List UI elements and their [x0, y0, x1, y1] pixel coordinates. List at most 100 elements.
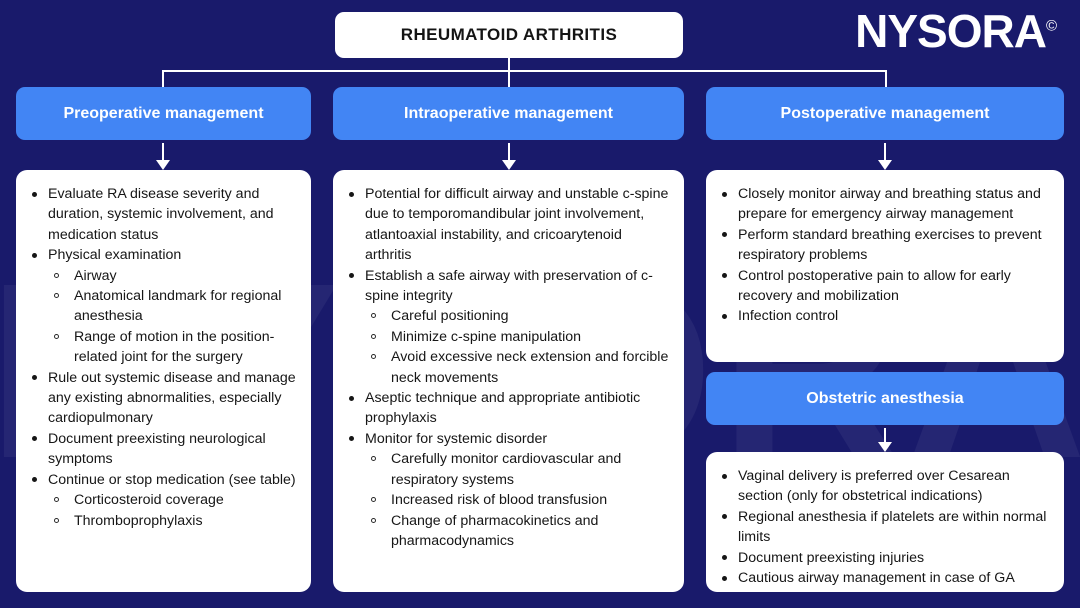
list-item-text: Regional anesthesia if platelets are wit… — [738, 508, 1047, 546]
hollow-bullet-icon — [371, 517, 376, 523]
bullet-icon — [32, 191, 37, 197]
sublist-item: Airway — [48, 266, 299, 286]
hollow-bullet-icon — [54, 517, 59, 523]
arrow-to-preoperative-card — [155, 143, 171, 170]
list-item: Evaluate RA disease severity and duratio… — [26, 184, 299, 245]
sublist-item: Corticosteroid coverage — [48, 490, 299, 510]
list-item: Document preexisting injuries — [716, 548, 1052, 568]
sublist-item-text: Change of pharmacokinetics and pharmacod… — [391, 512, 599, 549]
card-obstetric: Vaginal delivery is preferred over Cesar… — [706, 452, 1064, 592]
connector-horizontal-bar — [162, 70, 887, 72]
list-item-text: Document preexisting neurological sympto… — [48, 430, 266, 468]
copyright-icon: © — [1045, 17, 1057, 35]
list-item-text: Evaluate RA disease severity and duratio… — [48, 186, 274, 243]
list-item-text: Physical examination — [48, 247, 182, 264]
card-intraoperative: Potential for difficult airway and unsta… — [333, 170, 684, 592]
bullet-icon — [722, 473, 727, 479]
hollow-bullet-icon — [371, 333, 376, 339]
list-item-text: Vaginal delivery is preferred over Cesar… — [738, 468, 1010, 505]
list-item-text: Establish a safe airway with preservatio… — [365, 267, 653, 305]
list-item-text: Potential for difficult airway and unsta… — [365, 186, 669, 264]
bullet-icon — [722, 191, 727, 197]
bullet-icon — [349, 191, 354, 197]
bullet-icon — [722, 273, 727, 279]
sublist-item-text: Carefully monitor cardiovascular and res… — [391, 451, 622, 488]
sublist-item-text: Careful positioning — [391, 308, 509, 325]
nysora-logo-text: NYSORA — [855, 5, 1047, 57]
list-item: Closely monitor airway and breathing sta… — [716, 184, 1052, 225]
root-title-text: RHEUMATOID ARTHRITIS — [400, 25, 618, 44]
connector-drop-left — [162, 70, 164, 87]
bullet-icon — [349, 395, 354, 401]
section-header-preoperative[interactable]: Preoperative management — [16, 87, 311, 140]
sublist-item: Range of motion in the position-related … — [48, 327, 299, 368]
list-item: Control postoperative pain to allow for … — [716, 266, 1052, 307]
list-item: Vaginal delivery is preferred over Cesar… — [716, 466, 1052, 507]
bullet-icon — [722, 232, 727, 238]
list-obstetric: Vaginal delivery is preferred over Cesar… — [716, 466, 1052, 588]
list-item: Continue or stop medication (see table) … — [26, 470, 299, 531]
list-item: Monitor for systemic disorder Carefully … — [343, 429, 672, 551]
list-item: Document preexisting neurological sympto… — [26, 429, 299, 470]
bullet-icon — [722, 555, 727, 561]
sublist-item-text: Airway — [74, 267, 117, 284]
sublist-item: Anatomical landmark for regional anesthe… — [48, 286, 299, 327]
arrow-to-obstetric-card — [877, 428, 893, 452]
bullet-icon — [349, 436, 354, 442]
hollow-bullet-icon — [371, 354, 376, 360]
bullet-icon — [32, 252, 37, 258]
sublist-item-text: Anatomical landmark for regional anesthe… — [74, 288, 282, 325]
section-header-obstetric[interactable]: Obstetric anesthesia — [706, 372, 1064, 425]
list-item-text: Cautious airway management in case of GA — [738, 570, 1015, 587]
list-item-text: Infection control — [738, 308, 839, 325]
list-item: Potential for difficult airway and unsta… — [343, 184, 672, 266]
card-preoperative: Evaluate RA disease severity and duratio… — [16, 170, 311, 592]
list-item-text: Control postoperative pain to allow for … — [738, 267, 1011, 305]
hollow-bullet-icon — [54, 293, 59, 299]
list-item-text: Perform standard breathing exercises to … — [738, 226, 1042, 264]
section-header-intraoperative-label: Intraoperative management — [404, 104, 613, 122]
list-item: Physical examination Airway Anatomical l… — [26, 245, 299, 367]
hollow-bullet-icon — [54, 497, 59, 503]
section-header-obstetric-label: Obstetric anesthesia — [806, 389, 964, 407]
sublist-item-text: Corticosteroid coverage — [74, 492, 224, 509]
sublist: Corticosteroid coverage Thromboprophylax… — [48, 490, 299, 531]
list-item-text: Document preexisting injuries — [738, 549, 925, 566]
section-header-intraoperative[interactable]: Intraoperative management — [333, 87, 684, 140]
sublist-item-text: Thromboprophylaxis — [74, 512, 203, 529]
root-title-box: RHEUMATOID ARTHRITIS — [335, 12, 683, 58]
sublist: Carefully monitor cardiovascular and res… — [365, 449, 672, 551]
sublist-item-text: Minimize c-spine manipulation — [391, 328, 582, 345]
hollow-bullet-icon — [371, 497, 376, 503]
list-item: Perform standard breathing exercises to … — [716, 225, 1052, 266]
list-item-text: Rule out systemic disease and manage any… — [48, 369, 296, 427]
section-header-postoperative[interactable]: Postoperative management — [706, 87, 1064, 140]
list-postoperative: Closely monitor airway and breathing sta… — [716, 184, 1052, 327]
card-postoperative: Closely monitor airway and breathing sta… — [706, 170, 1064, 362]
list-item: Aseptic technique and appropriate antibi… — [343, 388, 672, 429]
bullet-icon — [722, 575, 727, 581]
arrow-to-postoperative-card — [877, 143, 893, 170]
nysora-logo: NYSORA© — [855, 5, 1057, 57]
connector-drop-right — [885, 70, 887, 87]
sublist-item: Careful positioning — [365, 306, 672, 326]
sublist-item: Increased risk of blood transfusion — [365, 490, 672, 510]
sublist-item: Change of pharmacokinetics and pharmacod… — [365, 511, 672, 552]
list-item: Cautious airway management in case of GA — [716, 568, 1052, 588]
list-item: Rule out systemic disease and manage any… — [26, 368, 299, 429]
sublist-item-text: Range of motion in the position-related … — [74, 328, 275, 366]
sublist-item: Avoid excessive neck extension and forci… — [365, 347, 672, 388]
bullet-icon — [722, 313, 727, 319]
list-item: Regional anesthesia if platelets are wit… — [716, 507, 1052, 548]
hollow-bullet-icon — [371, 456, 376, 462]
sublist-item: Carefully monitor cardiovascular and res… — [365, 449, 672, 490]
bullet-icon — [32, 436, 37, 442]
sublist: Airway Anatomical landmark for regional … — [48, 266, 299, 368]
list-item: Infection control — [716, 306, 1052, 326]
list-item-text: Aseptic technique and appropriate antibi… — [365, 390, 641, 427]
section-header-preoperative-label: Preoperative management — [63, 104, 264, 122]
list-item-text: Closely monitor airway and breathing sta… — [738, 186, 1041, 223]
sublist-item-text: Increased risk of blood transfusion — [391, 492, 608, 509]
sublist-item-text: Avoid excessive neck extension and forci… — [391, 349, 669, 386]
sublist-item: Thromboprophylaxis — [48, 511, 299, 531]
